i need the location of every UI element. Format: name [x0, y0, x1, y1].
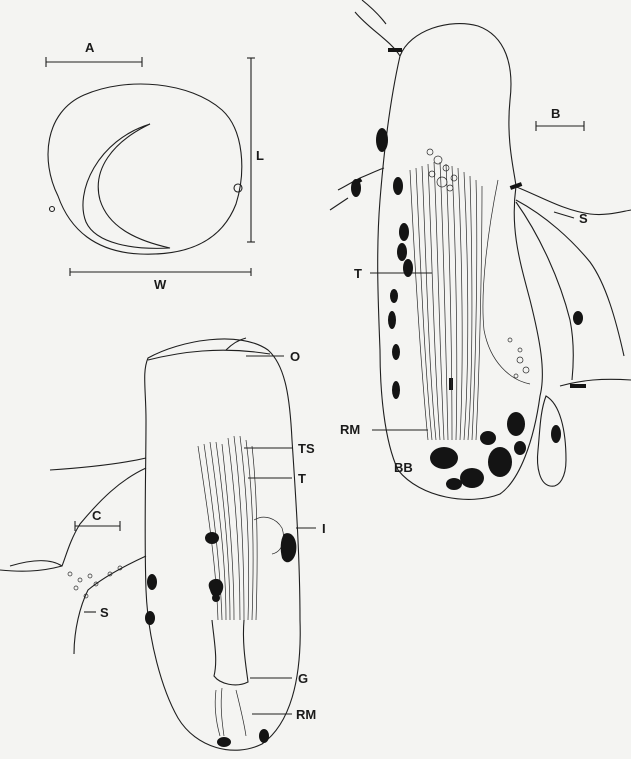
- cell-outline: [48, 84, 242, 254]
- granules-b: [427, 149, 529, 378]
- panel-b: B: [330, 0, 631, 499]
- crescent-nucleus: [83, 124, 170, 248]
- label-rm-c: RM: [296, 707, 316, 722]
- black-bodies-b: [351, 179, 583, 490]
- label-s-b-leader: [554, 212, 574, 218]
- small-cell-b: [538, 396, 567, 486]
- label-t-c: T: [298, 471, 306, 486]
- pore-right: [234, 184, 242, 192]
- cell-b-inner-lobe: [483, 180, 530, 384]
- length-label: L: [256, 148, 264, 163]
- panel-c: C O TS T I: [0, 338, 326, 750]
- label-g: G: [298, 671, 308, 686]
- label-s-b: S: [579, 211, 588, 226]
- granules-c: [68, 566, 122, 598]
- panel-b-letter: B: [551, 106, 560, 121]
- panel-a: A L W: [46, 40, 264, 292]
- label-bb-b: BB: [394, 460, 413, 475]
- pore-left: [50, 207, 55, 212]
- label-rm-b: RM: [340, 422, 360, 437]
- label-s-c: S: [100, 605, 109, 620]
- label-i: I: [322, 521, 326, 536]
- panel-a-letter: A: [85, 40, 95, 55]
- trichocyst-bundle-b: [410, 162, 482, 440]
- black-bodies-c: [145, 532, 269, 747]
- gullet-structure: [212, 620, 248, 685]
- panel-c-letter: C: [92, 508, 102, 523]
- operculum-line: [148, 350, 270, 360]
- width-label: W: [154, 277, 167, 292]
- label-o: O: [290, 349, 300, 364]
- trichocyst-bundle-c: [198, 436, 257, 620]
- label-ts: TS: [298, 441, 315, 456]
- label-t-b: T: [354, 266, 362, 281]
